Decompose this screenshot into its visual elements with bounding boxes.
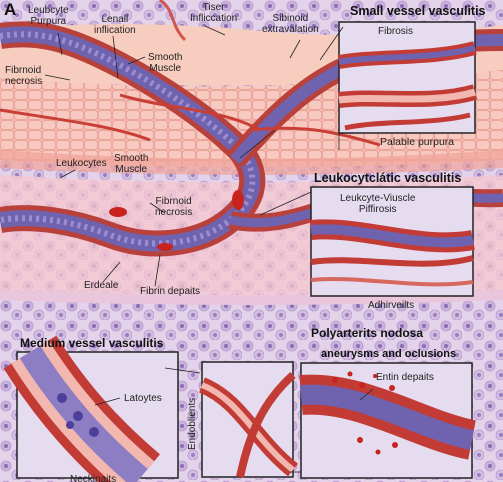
label-smooth-muscle-mid: Smooth Muscle: [114, 153, 149, 175]
inset-aneurysms: [299, 362, 477, 479]
label-latocytes: Latoytes: [124, 393, 162, 404]
capillary: [159, 0, 187, 42]
fibrin-deposit: [157, 243, 173, 251]
label-leukocyte-viuscle-piffirosis: Leukcyte-Viuscle Piffirosis: [340, 193, 416, 215]
label-smooth-muscle-top: Smooth Muscle: [148, 52, 183, 74]
heading-medium-vessel: Medium vessel vasculitis: [20, 336, 164, 350]
label-endoblients: Endoblients: [187, 397, 198, 450]
fibrin-deposit: [109, 207, 127, 217]
label-entin-depaits: Entin depaits: [376, 372, 434, 383]
label-erdeale: Erdeale: [84, 280, 119, 291]
label-adhirveilts: Adhirveilts: [368, 300, 415, 311]
label-sibinoid-extravalation: Sibinoid extravalation: [262, 13, 319, 35]
panel-letter: A: [4, 0, 17, 19]
label-fibrin-depaits: Fibrin depaits: [140, 286, 201, 297]
label-bottom-cut: Neckinaits: [70, 474, 117, 482]
label-fibrosis: Fibrosis: [378, 26, 414, 37]
heading-aneurysms: aneurysms and oclusions: [321, 348, 457, 360]
label-fibrnoid-necrosis-mid: Fibrnoid necrosis: [155, 196, 193, 218]
heading-small-vessel: Small vessel vasculitis: [350, 4, 486, 18]
main-vessel-cells: [0, 31, 256, 247]
leader-lines: [44, 25, 374, 473]
capillary: [0, 108, 151, 142]
heading-leukocytoclastic: Leukocytclátic vasculitis: [314, 171, 462, 185]
heading-polyarteritis: Polyarterits nodosa: [311, 326, 424, 340]
fibrin-deposit: [232, 190, 244, 210]
inset-small-vessel: [337, 21, 478, 134]
label-palable-purpura: Palable purpura: [380, 136, 455, 148]
label-leukocytes: Leukocytes: [56, 158, 107, 169]
capillary: [249, 126, 381, 147]
inset-medium-vessel: [3, 335, 179, 482]
label-tiser-inflication: Tiser Infliccation: [190, 2, 238, 24]
label-leukocyte-purpura: Leubcyte Purpura: [28, 5, 69, 27]
capillary: [119, 93, 261, 132]
label-lenall-inflication: Lenall inflication: [94, 14, 136, 36]
inset-leukocytoclastic: [309, 186, 475, 297]
inset-endothelium: [198, 361, 299, 478]
label-fibrnoid-necrosis-top: Fibrnoid necrosis: [5, 65, 43, 87]
